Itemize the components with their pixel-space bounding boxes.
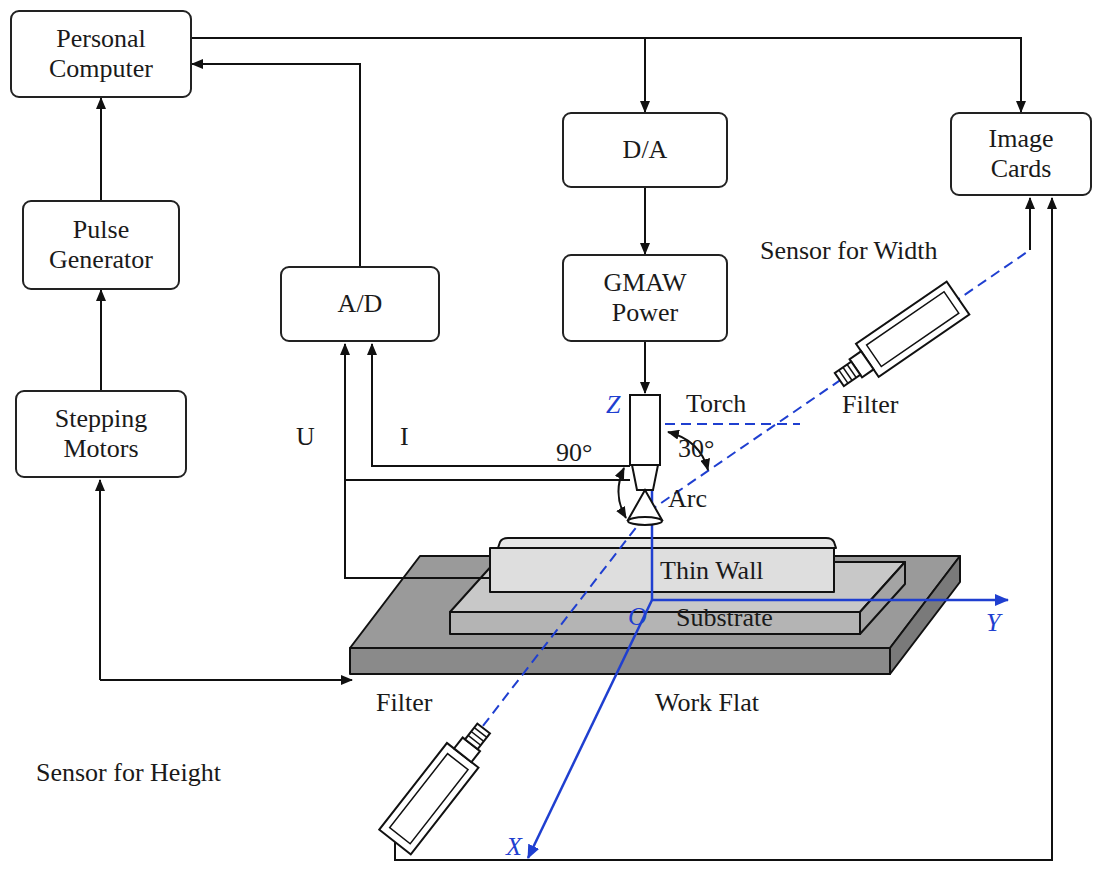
box-label: A/D xyxy=(338,289,383,319)
computer-box: Personal Computer xyxy=(10,10,192,98)
converter-box: A/D xyxy=(280,266,440,342)
part-label: Substrate xyxy=(676,605,773,631)
part-label: Filter xyxy=(376,690,432,716)
part-label: I xyxy=(400,424,409,450)
box-label: Personal Computer xyxy=(20,24,182,84)
box-label: D/A xyxy=(623,135,668,165)
motor-box: Stepping Motors xyxy=(15,390,187,478)
width-sensor xyxy=(828,282,969,397)
generator-box: Pulse Generator xyxy=(22,200,180,290)
thin-wall xyxy=(490,538,836,592)
part-label: Arc xyxy=(668,486,707,512)
part-label: U xyxy=(296,424,315,450)
box-label: Pulse Generator xyxy=(32,215,170,275)
axis-label: Z xyxy=(606,392,620,418)
converter-box: D/A xyxy=(562,112,728,188)
part-label: Sensor for Height xyxy=(36,760,221,786)
axis-label: Y xyxy=(986,610,1000,636)
signal-arrow xyxy=(644,188,646,254)
box-label: Stepping Motors xyxy=(25,404,177,464)
signal-arrow xyxy=(192,64,360,266)
part-label: Filter xyxy=(842,392,898,418)
signal-arrow xyxy=(100,290,102,390)
axis-label: X xyxy=(506,834,522,860)
power-box: GMAW Power xyxy=(562,254,728,342)
box-label: Image Cards xyxy=(960,124,1082,184)
axis-label: O xyxy=(628,604,647,630)
part-label: Thin Wall xyxy=(660,558,764,584)
part-label: 30° xyxy=(678,436,714,462)
part-label: Work Flat xyxy=(655,690,759,716)
part-label: 90° xyxy=(556,440,592,466)
image-card-box: Image Cards xyxy=(950,112,1092,196)
torch xyxy=(628,395,662,525)
signal-arrow xyxy=(192,38,645,112)
signal-arrow xyxy=(192,38,1021,112)
part-label: Sensor for Width xyxy=(760,238,938,264)
part-label: Torch xyxy=(686,391,746,417)
box-label: GMAW Power xyxy=(572,268,718,328)
signal-arrow xyxy=(100,98,102,200)
height-sensor xyxy=(379,716,499,854)
